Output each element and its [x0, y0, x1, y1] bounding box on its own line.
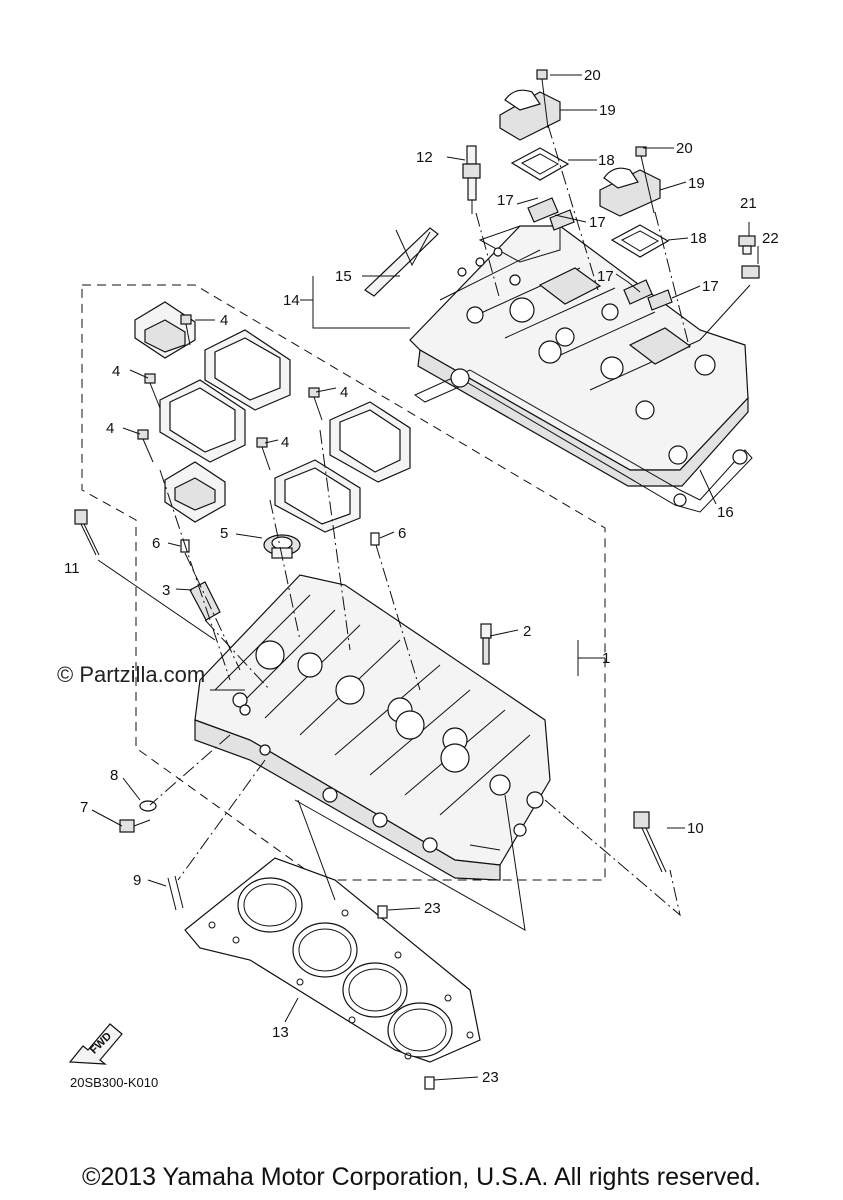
callout-16: 16 [717, 504, 734, 521]
callout-6: 6 [398, 525, 406, 542]
callout-17: 17 [497, 192, 514, 209]
callout-20: 20 [676, 140, 693, 157]
callout-18: 18 [690, 230, 707, 247]
dowel-23 [377, 905, 388, 919]
valve-cover-gasket [413, 369, 753, 513]
bolt-20 [536, 69, 655, 214]
callout-14: 14 [283, 292, 300, 309]
gasket-grommet [450, 368, 470, 388]
reed-valve [510, 147, 670, 258]
dowel-pin [370, 532, 380, 546]
gasket-grommet [673, 493, 687, 507]
callout-15: 15 [335, 268, 352, 285]
callout-7: 7 [80, 799, 88, 816]
valve-guide [189, 581, 221, 621]
callout-18: 18 [598, 152, 615, 169]
alignment-lines [149, 124, 691, 917]
callout-17: 17 [589, 214, 606, 231]
callout-5: 5 [220, 525, 228, 542]
callout-10: 10 [687, 820, 704, 837]
callout-4: 4 [106, 420, 114, 437]
bolt-7 [119, 819, 151, 833]
stud-bolt-2 [480, 623, 492, 665]
callout-labels: 20 19 18 20 19 17 17 18 17 17 12 21 22 1… [64, 67, 779, 1086]
callout-13: 13 [272, 1024, 289, 1041]
callout-3: 3 [162, 582, 170, 599]
callout-17: 17 [702, 278, 719, 295]
callout-12: 12 [416, 149, 433, 166]
callout-19: 19 [599, 102, 616, 119]
callout-4: 4 [220, 312, 228, 329]
callout-19: 19 [688, 175, 705, 192]
cylinder-head [194, 574, 551, 881]
bracket-1 [577, 640, 605, 676]
callout-6: 6 [152, 535, 160, 552]
gasket-grommet [732, 449, 748, 465]
callout-11: 11 [64, 560, 80, 577]
callout-22: 22 [762, 230, 779, 247]
callout-17: 17 [597, 268, 614, 285]
callout-4: 4 [112, 363, 120, 380]
spark-plug [462, 145, 481, 214]
dowel-23 [424, 1076, 435, 1090]
callout-21: 21 [740, 195, 757, 212]
camshaft-cap [134, 301, 411, 533]
callout-1: 1 [602, 650, 610, 667]
bolt-10 [633, 811, 667, 873]
assembly-boundary-dashed [81, 284, 606, 881]
plug-5 [263, 534, 301, 559]
callout-23: 23 [482, 1069, 499, 1086]
callout-23: 23 [424, 900, 441, 917]
callout-8: 8 [110, 767, 118, 784]
stud-9 [167, 875, 184, 911]
cap-nut [738, 235, 760, 279]
valve-cover [409, 225, 749, 487]
gasket-grommet [668, 445, 688, 465]
callout-20: 20 [584, 67, 601, 84]
bolt-11 [74, 509, 100, 556]
callout-4: 4 [340, 384, 348, 401]
bracket-15 [364, 227, 439, 297]
cap-bolt [137, 314, 323, 471]
head-gasket [184, 857, 481, 1063]
fwd-arrow-icon: FWD [68, 1023, 123, 1065]
leader-lines [91, 74, 759, 1081]
callout-4: 4 [281, 434, 289, 451]
watermark-text: © Partzilla.com [57, 662, 206, 687]
callout-2: 2 [523, 623, 531, 640]
drawing-code: 20SB300-K010 [70, 1075, 159, 1090]
reed-plate [527, 197, 673, 311]
copyright-notice: ©2013 Yamaha Motor Corporation, U.S.A. A… [82, 1163, 761, 1191]
callout-9: 9 [133, 872, 141, 889]
